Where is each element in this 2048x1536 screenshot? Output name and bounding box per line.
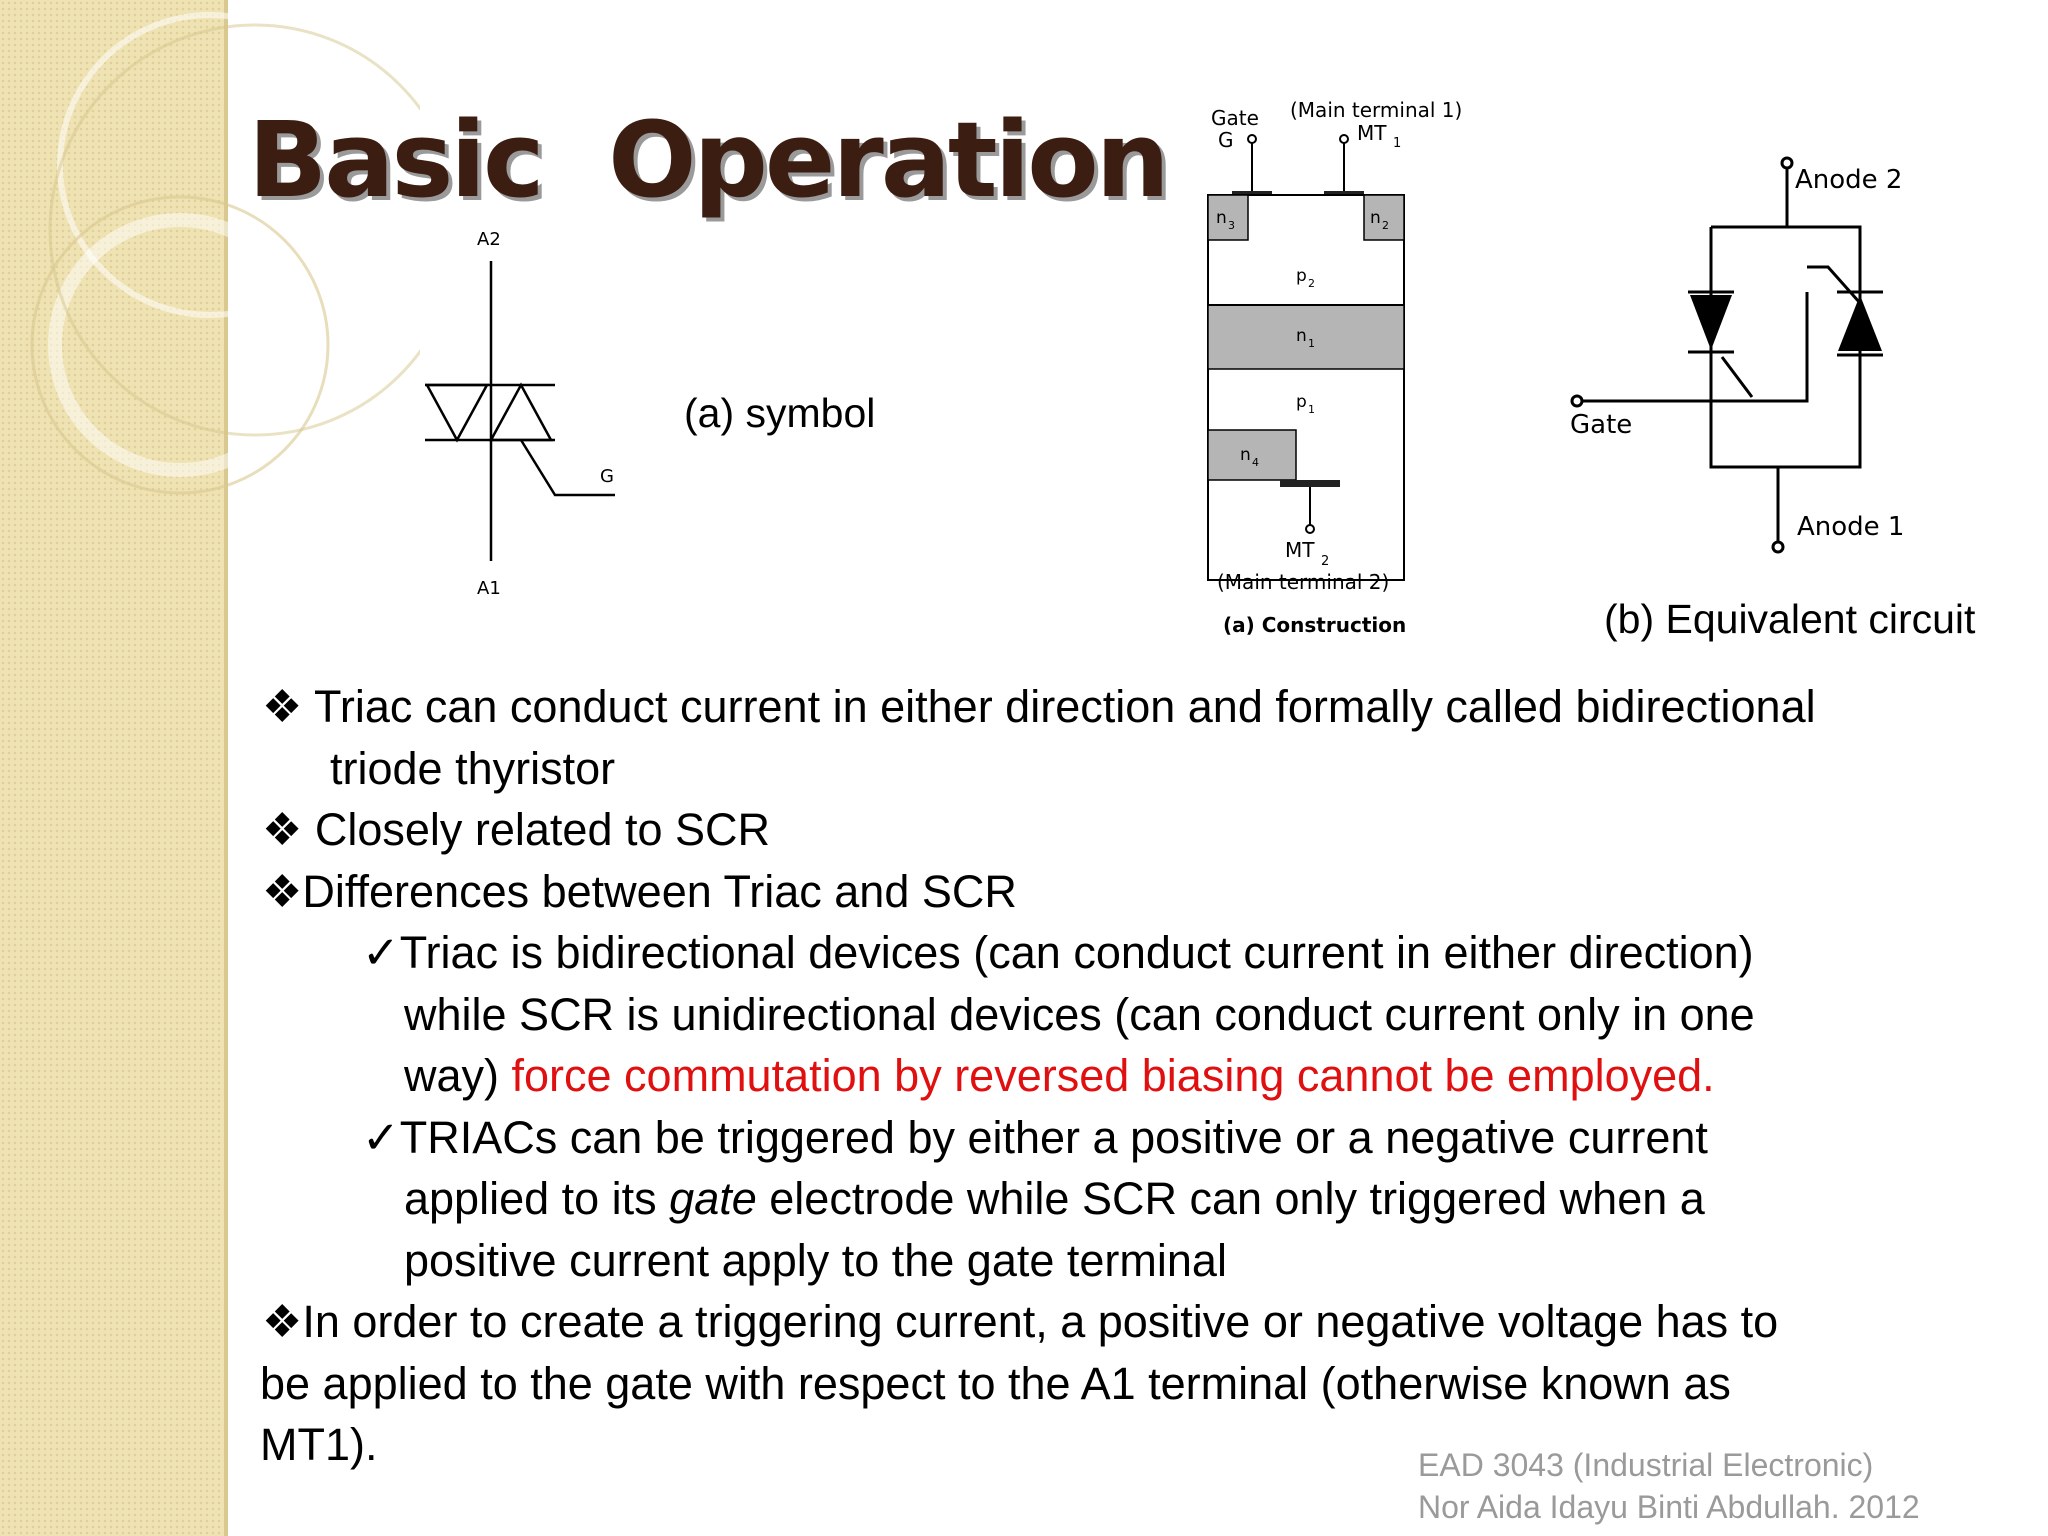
sub-bullet-2-line-2: applied to its gate electrode while SCR … — [404, 1173, 1705, 1224]
bullet-list: ❖ Triac can conduct current in either di… — [260, 676, 1816, 1476]
symbol-label-a2: A2 — [477, 229, 501, 250]
equivalent-circuit-diagram: Anode 2 Gate Anode 1 — [1570, 156, 1904, 554]
equivalent-gate-label: Gate — [1570, 410, 1632, 440]
highlight-text: force commutation by reversed biasing ca… — [511, 1050, 1715, 1101]
sidebar-edge — [224, 0, 228, 1536]
bullet-4-line-3: MT1). — [260, 1419, 378, 1470]
bullet-marker: ❖ — [262, 681, 303, 732]
region-n2-sub: 2 — [1382, 219, 1389, 232]
bullet-marker: ❖ — [262, 865, 303, 917]
italic-gate: gate — [669, 1173, 757, 1224]
construction-caption: (a) Construction — [1223, 613, 1406, 637]
sub-bullet-1-line-2: while SCR is unidirectional devices (can… — [404, 988, 1755, 1040]
construction-mt2-label: (Main terminal 2) — [1217, 570, 1389, 594]
region-n3-sub: 3 — [1228, 219, 1235, 232]
construction-mt1-label: (Main terminal 1) — [1290, 98, 1462, 122]
region-p2: p — [1296, 266, 1307, 286]
region-n2: n — [1370, 208, 1381, 228]
region-n3: n — [1216, 208, 1227, 228]
footer-course: EAD 3043 (Industrial Electronic) — [1418, 1447, 1874, 1483]
bullet-marker: ❖ — [262, 1296, 303, 1347]
construction-mt2-sub: 2 — [1321, 554, 1329, 569]
region-p1: p — [1296, 392, 1307, 412]
region-p2-sub: 2 — [1308, 277, 1315, 290]
sidebar-decoration — [0, 0, 228, 1536]
bullet-3: ❖Differences between Triac and SCR — [262, 865, 1017, 917]
construction-gate-terminal: G — [1218, 128, 1234, 152]
region-p1-sub: 1 — [1308, 403, 1315, 416]
bullet-1-line-1: ❖ Triac can conduct current in either di… — [262, 681, 1816, 732]
bullet-2: ❖ Closely related to SCR — [262, 804, 771, 855]
footer: EAD 3043 (Industrial Electronic) Nor Aid… — [1418, 1444, 1920, 1528]
region-n1-sub: 1 — [1308, 337, 1315, 350]
construction-mt1-terminal: MT — [1357, 121, 1387, 145]
bullet-1-line-2: triode thyristor — [330, 742, 616, 794]
region-n1: n — [1296, 326, 1307, 346]
triac-construction-diagram: Gate G (Main terminal 1) MT 1 n 3 n 2 p … — [1207, 98, 1462, 637]
check-icon: ✓ — [362, 1111, 400, 1163]
sub-bullet-2-line-1: ✓TRIACs can be triggered by either a pos… — [362, 1111, 1708, 1163]
sub-bullet-2-line-3: positive current apply to the gate termi… — [404, 1234, 1227, 1286]
symbol-caption: (a) symbol — [684, 390, 876, 436]
equivalent-anode1-label: Anode 1 — [1797, 512, 1904, 542]
construction-gate-label: Gate — [1211, 106, 1259, 130]
construction-mt1-sub: 1 — [1393, 136, 1401, 151]
construction-mt2-terminal: MT — [1285, 538, 1315, 562]
symbol-label-g: G — [600, 466, 614, 487]
page-title: Basic Operation — [248, 99, 1170, 221]
sub-bullet-1-line-3: way) force commutation by reversed biasi… — [404, 1050, 1715, 1101]
region-n4-sub: 4 — [1252, 456, 1259, 469]
region-n4: n — [1240, 445, 1251, 465]
bullet-marker: ❖ — [262, 804, 303, 855]
bullet-4-line-1: ❖In order to create a triggering current… — [262, 1296, 1779, 1347]
equivalent-caption: (b) Equivalent circuit — [1604, 596, 1976, 642]
footer-author: Nor Aida Idayu Binti Abdullah. 2012 — [1418, 1489, 1920, 1525]
decorative-rings — [30, 12, 420, 495]
equivalent-anode2-label: Anode 2 — [1795, 165, 1902, 195]
triac-symbol-diagram: A2 A1 G — [424, 229, 615, 599]
bullet-4-line-2: be applied to the gate with respect to t… — [260, 1357, 1731, 1409]
sub-bullet-1-line-1: ✓Triac is bidirectional devices (can con… — [362, 927, 1754, 978]
check-icon: ✓ — [362, 927, 400, 978]
symbol-label-a1: A1 — [477, 578, 501, 599]
